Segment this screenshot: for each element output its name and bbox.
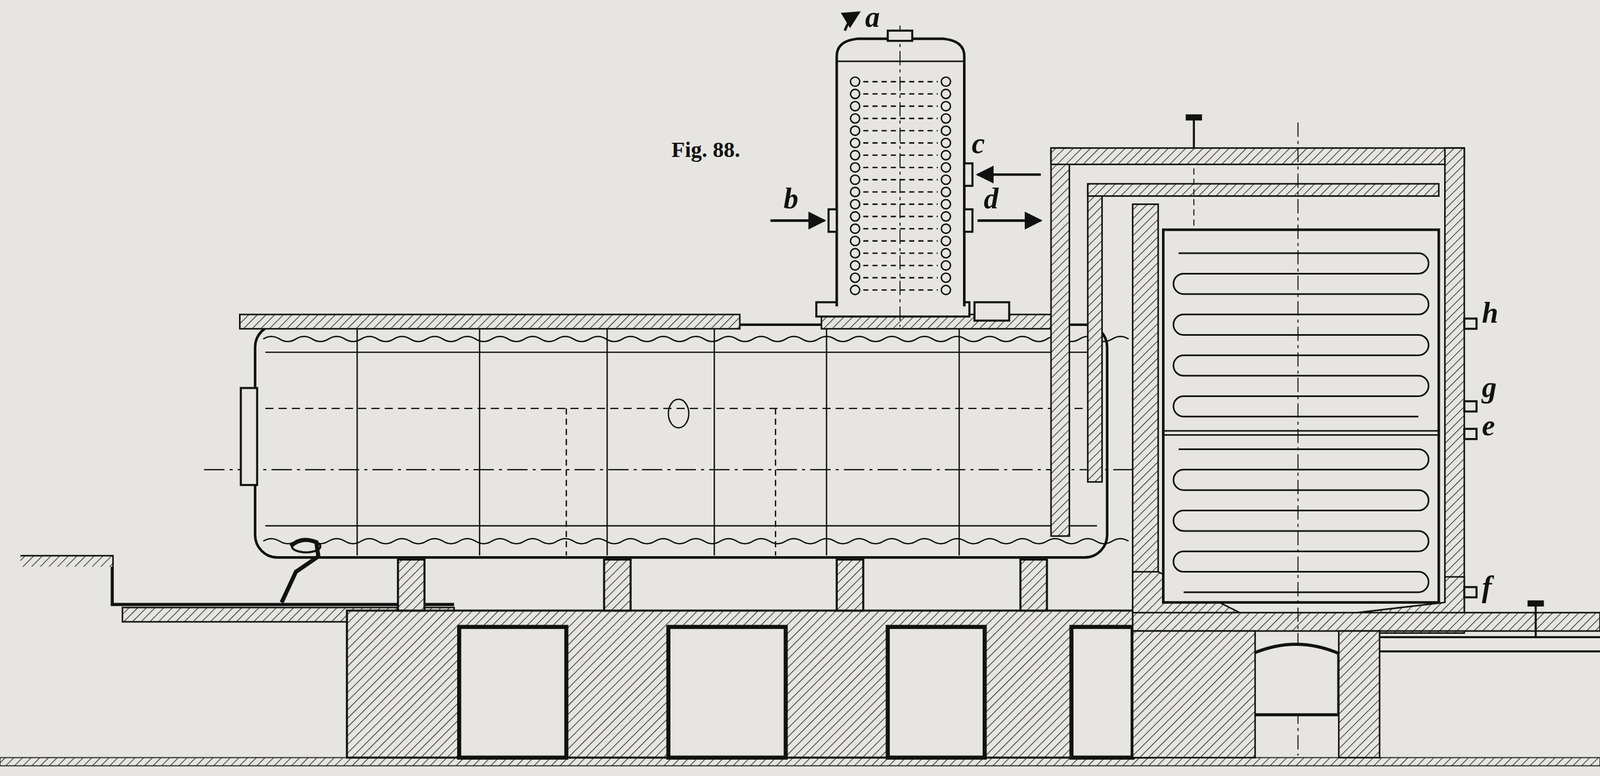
callout-letter: a [865, 2, 880, 32]
callout-letter: e [1481, 410, 1496, 441]
callout-letter: b [783, 183, 799, 214]
callout-letter: c [971, 128, 985, 159]
callout-letter: h [1481, 298, 1499, 328]
callout-letter: d [983, 183, 999, 214]
figure-number: Fig. 88. [671, 138, 741, 161]
callout-letter: f [1481, 571, 1492, 602]
callout-letter: g [1481, 372, 1497, 402]
